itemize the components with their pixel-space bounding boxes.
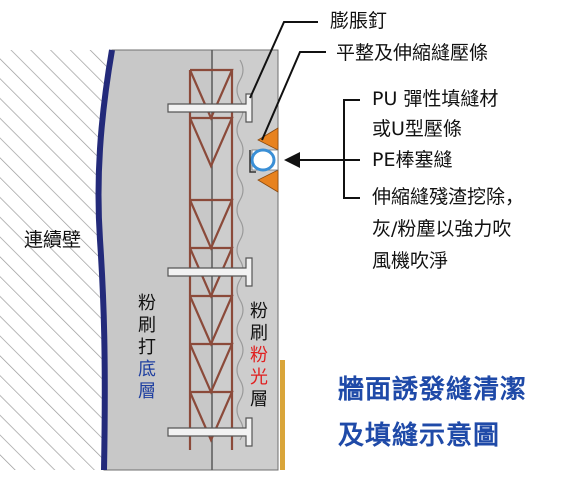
finish-plaster-coat xyxy=(211,49,279,471)
label-finish-coat-black1: 粉刷 xyxy=(250,301,268,344)
nail-1 xyxy=(167,93,253,123)
arrow-head-icon xyxy=(284,152,300,168)
sealant-lower xyxy=(257,169,279,193)
bracket-right xyxy=(343,99,360,199)
label-pe-rod: PE棒塞縫 xyxy=(372,149,453,171)
label-base-coat-black: 粉刷打 xyxy=(138,293,156,358)
leader-lines xyxy=(249,21,360,199)
diagram-title-line1: 牆面誘發縫清潔 xyxy=(338,375,528,405)
label-continuous-wall: 連續壁 xyxy=(24,229,82,251)
finish-coat-texture xyxy=(236,59,244,441)
label-pu-sealant-line2: 或U型壓條 xyxy=(372,118,462,140)
u-strip xyxy=(249,150,256,173)
label-finish-coat: 粉刷 粉光 層 xyxy=(248,301,270,411)
surface-edge-strip xyxy=(280,360,285,470)
label-cleaning-line3: 風機吹淨 xyxy=(372,250,449,272)
leader-nail xyxy=(249,21,318,99)
sealant-upper xyxy=(257,127,279,151)
label-base-coat: 粉刷打 底層 xyxy=(136,293,158,403)
label-expansion-nail: 膨脹釘 xyxy=(330,10,388,32)
continuous-wall xyxy=(0,50,112,470)
label-pu-sealant-line1: PU 彈性填縫材 xyxy=(372,88,499,110)
label-flat-expansion-strip: 平整及伸縮縫壓條 xyxy=(336,42,489,64)
label-finish-coat-black2: 層 xyxy=(250,389,268,410)
expansion-nails xyxy=(167,93,253,447)
expansion-joint xyxy=(249,127,279,193)
pe-rod-icon xyxy=(250,148,276,172)
leader-flat-strip xyxy=(261,51,326,141)
label-finish-coat-red: 粉光 xyxy=(250,345,268,388)
label-cleaning-line1: 伸縮縫殘渣挖除， xyxy=(372,186,525,208)
wall-edge-line xyxy=(95,49,115,471)
label-base-coat-blue: 底層 xyxy=(138,359,156,402)
label-cleaning-line2: 灰/粉塵以強力吹 xyxy=(372,218,512,240)
diagram-title-line2: 及填縫示意圖 xyxy=(338,421,501,451)
nail-2 xyxy=(167,257,253,287)
nail-3 xyxy=(167,417,253,447)
